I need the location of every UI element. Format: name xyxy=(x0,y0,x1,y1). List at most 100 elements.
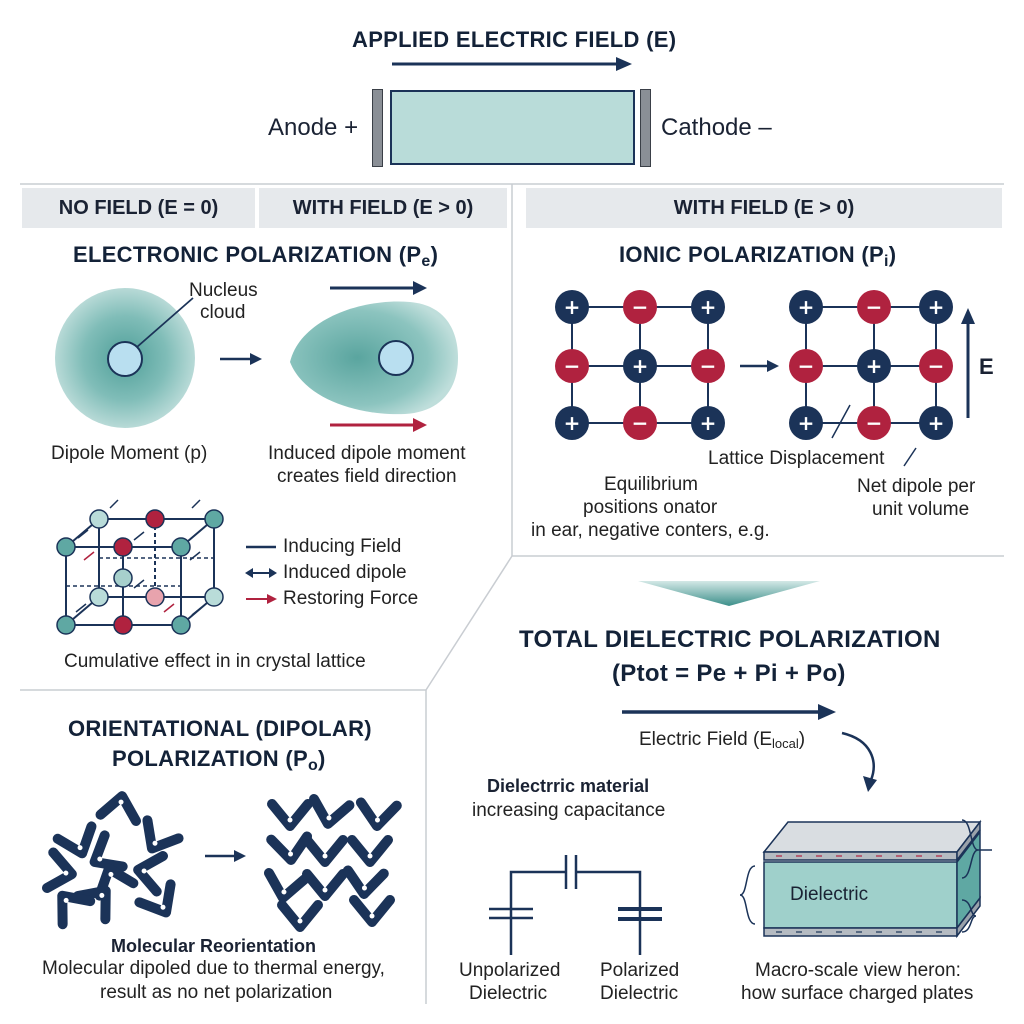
cathode-label: Cathode – xyxy=(661,114,772,141)
cation xyxy=(789,290,823,324)
plus-sign: + xyxy=(928,295,945,319)
anion xyxy=(919,349,953,383)
dipolar-molecule xyxy=(52,821,97,859)
nucleus-right xyxy=(378,340,414,376)
anion xyxy=(857,290,891,324)
header-no-field: NO FIELD (E = 0) xyxy=(22,188,255,228)
net-dipole-line2: unit volume xyxy=(872,499,970,520)
lattice-atom xyxy=(113,537,133,557)
nucleus-label-line2: cloud xyxy=(200,302,246,323)
orientational-title-sub: o xyxy=(307,757,319,774)
nucleus-left xyxy=(107,341,143,377)
total-title-line1: TOTAL DIELECTRIC POLARIZATION xyxy=(519,626,941,653)
legend-restoring-force: Restoring Force xyxy=(283,588,419,609)
lattice-atom xyxy=(171,537,191,557)
equilibrium-line1: Equilibrium xyxy=(604,474,698,495)
orientational-title-line2: POLARIZATION (Po) xyxy=(112,746,326,774)
minus-sign: − xyxy=(928,354,945,378)
dipolar-molecule xyxy=(72,885,111,925)
lattice-atom xyxy=(204,587,224,607)
cation xyxy=(919,406,953,440)
anode-plate xyxy=(372,89,383,167)
dipolar-molecule xyxy=(342,865,389,899)
lattice-atom xyxy=(56,537,76,557)
plus-sign: + xyxy=(866,354,883,378)
local-field-sub: local xyxy=(772,736,799,751)
lattice-atom xyxy=(56,615,76,635)
dipolar-molecule xyxy=(277,900,323,932)
anion xyxy=(623,290,657,324)
ionic-title: IONIC POLARIZATION (Pi) xyxy=(619,242,897,270)
cation xyxy=(691,290,725,324)
dipolar-molecule xyxy=(267,799,313,831)
cathode-plate xyxy=(640,89,651,167)
dielectric-material-title: Dielectrric material xyxy=(487,776,650,796)
dipolar-molecule xyxy=(42,847,77,893)
anode-label: Anode + xyxy=(268,114,359,141)
dipolar-molecule xyxy=(142,815,184,854)
anion xyxy=(789,349,823,383)
dipole-moment-caption: Dipole Moment (p) xyxy=(51,443,207,465)
dipolar-molecule xyxy=(309,794,355,829)
minus-sign: − xyxy=(866,411,883,435)
dipolar-molecule xyxy=(349,895,395,927)
cation xyxy=(623,349,657,383)
plus-sign: + xyxy=(564,295,581,319)
electronic-title: ELECTRONIC POLARIZATION (Pe) xyxy=(73,242,439,270)
electronic-title-main: ELECTRONIC POLARIZATION (P xyxy=(73,242,422,267)
anion xyxy=(623,406,657,440)
dipolar-molecule xyxy=(302,835,348,867)
unpolarized-line2: Dielectric xyxy=(469,983,548,1004)
net-dipole-line1: Net dipole per xyxy=(857,476,976,497)
dielectric-material-subtitle: increasing capacitance xyxy=(472,800,666,821)
polarized-line2: Dielectric xyxy=(600,983,679,1004)
lattice-displacement-label: Lattice Displacement xyxy=(708,448,885,469)
dipolar-molecule xyxy=(302,869,348,901)
induced-caption-line1: Induced dipole moment xyxy=(268,443,466,464)
dipolar-molecule xyxy=(95,791,141,826)
cation xyxy=(691,406,725,440)
dipolar-molecule xyxy=(133,851,168,897)
lattice-atom xyxy=(145,509,165,529)
plus-sign: + xyxy=(798,295,815,319)
dipolar-molecule xyxy=(347,835,393,867)
cation xyxy=(555,290,589,324)
nucleus-label-line1: Nucleus xyxy=(189,280,258,301)
lattice-atom xyxy=(171,615,191,635)
dipolar-molecule xyxy=(134,879,176,918)
plus-sign: + xyxy=(928,411,945,435)
legend-induced-dipole: Induced dipole xyxy=(283,562,407,583)
dipolar-molecule xyxy=(355,797,402,831)
equilibrium-line3: in ear, negative conters, e.g. xyxy=(531,520,770,541)
polarized-line1: Polarized xyxy=(600,960,680,981)
macro-caption-line1: Macro-scale view heron: xyxy=(755,960,961,981)
minus-sign: − xyxy=(700,354,717,378)
orientational-caption-line1: Molecular dipoled due to thermal energy, xyxy=(42,958,385,979)
anion xyxy=(857,406,891,440)
cation xyxy=(919,290,953,324)
ionic-field-label: E xyxy=(979,354,994,379)
dipolar-molecule xyxy=(57,890,96,930)
cation xyxy=(857,349,891,383)
minus-sign: − xyxy=(798,354,815,378)
dipole-moment-text: Dipole Moment (p) xyxy=(51,443,208,464)
local-field-end: ) xyxy=(798,729,806,750)
anion xyxy=(691,349,725,383)
lattice-atom xyxy=(113,615,133,635)
lattice-atom xyxy=(204,509,224,529)
local-field-label: Electric Field (Elocal) xyxy=(639,729,805,751)
minus-sign: − xyxy=(866,295,883,319)
macro-caption-line2: how surface charged plates xyxy=(741,983,974,1004)
molecular-reorientation-title: Molecular Reorientation xyxy=(111,936,317,956)
dipolar-molecule xyxy=(266,831,313,865)
ionic-title-sub: i xyxy=(884,253,889,270)
